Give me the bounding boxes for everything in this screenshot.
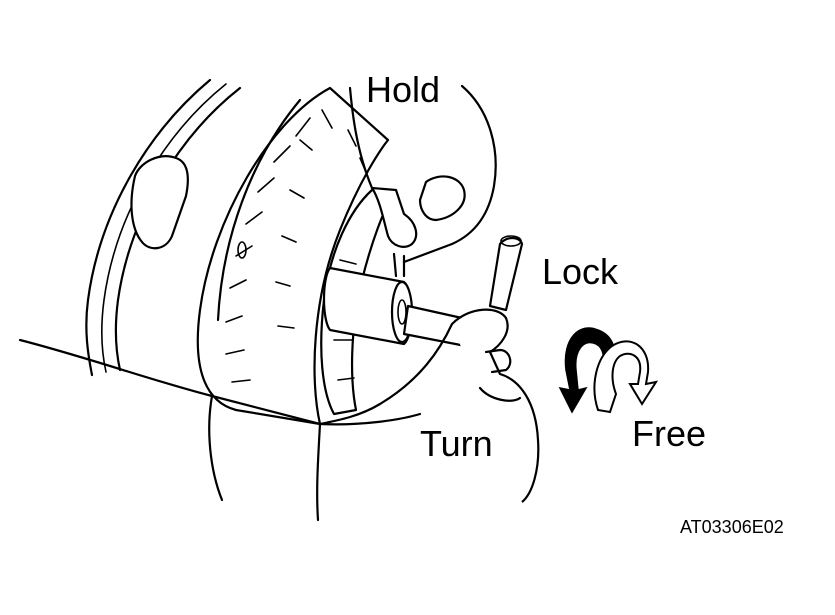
- figure-code: AT03306E02: [680, 517, 784, 537]
- wheel-rim-arcs: [85, 78, 242, 377]
- upper-hand: [348, 84, 497, 278]
- label-free: Free: [632, 413, 707, 454]
- free-arrow-icon: [593, 340, 659, 414]
- lower-hand: [318, 308, 540, 503]
- rotation-arrows: [558, 327, 659, 414]
- rim-clip: [130, 155, 189, 250]
- label-turn: Turn: [420, 423, 493, 464]
- label-lock: Lock: [542, 251, 619, 292]
- sleeve: [18, 338, 422, 426]
- tire: [196, 86, 390, 426]
- label-hold: Hold: [366, 69, 441, 110]
- tool: [322, 235, 524, 350]
